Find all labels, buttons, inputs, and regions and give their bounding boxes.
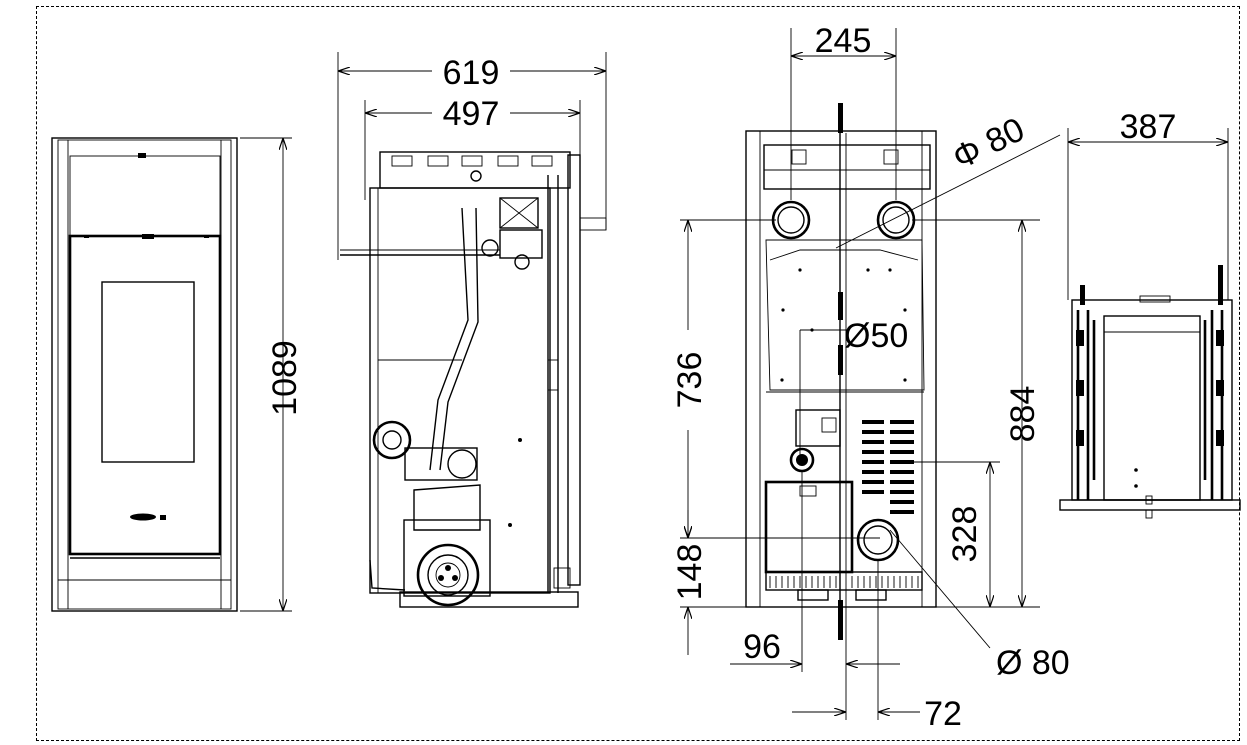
- dimension-1089: 1089: [266, 340, 304, 416]
- rear-dimensions: 245 Φ 80 Ø50 736 148 884 328 Ø 80: [671, 22, 1070, 733]
- dimension-96: 96: [743, 628, 781, 666]
- dimension-497: 497: [443, 95, 500, 133]
- dimension-619: 619: [443, 54, 500, 92]
- front-height-dimension: 1089: [240, 137, 304, 612]
- side-view: [340, 151, 607, 608]
- dimension-387: 387: [1120, 108, 1177, 146]
- dimension-top-flue-diameter: Φ 80: [947, 110, 1031, 177]
- rear-view: [745, 103, 937, 640]
- dimension-328: 328: [946, 506, 984, 563]
- side-width-dimensions: 619 497: [337, 52, 607, 260]
- front-view: [51, 137, 238, 612]
- dimension-bottom-flue-diameter: Ø 80: [996, 644, 1070, 682]
- top-view-width-dimension: 387: [1067, 108, 1229, 300]
- dimension-72: 72: [924, 695, 962, 733]
- dimension-diameter-50: Ø50: [844, 317, 908, 355]
- dimension-148: 148: [671, 544, 709, 601]
- top-view: [1059, 265, 1241, 519]
- dimension-736: 736: [671, 352, 709, 409]
- dimension-884: 884: [1004, 386, 1042, 443]
- rear-vent-grille: [862, 420, 914, 514]
- dimension-245: 245: [815, 22, 872, 60]
